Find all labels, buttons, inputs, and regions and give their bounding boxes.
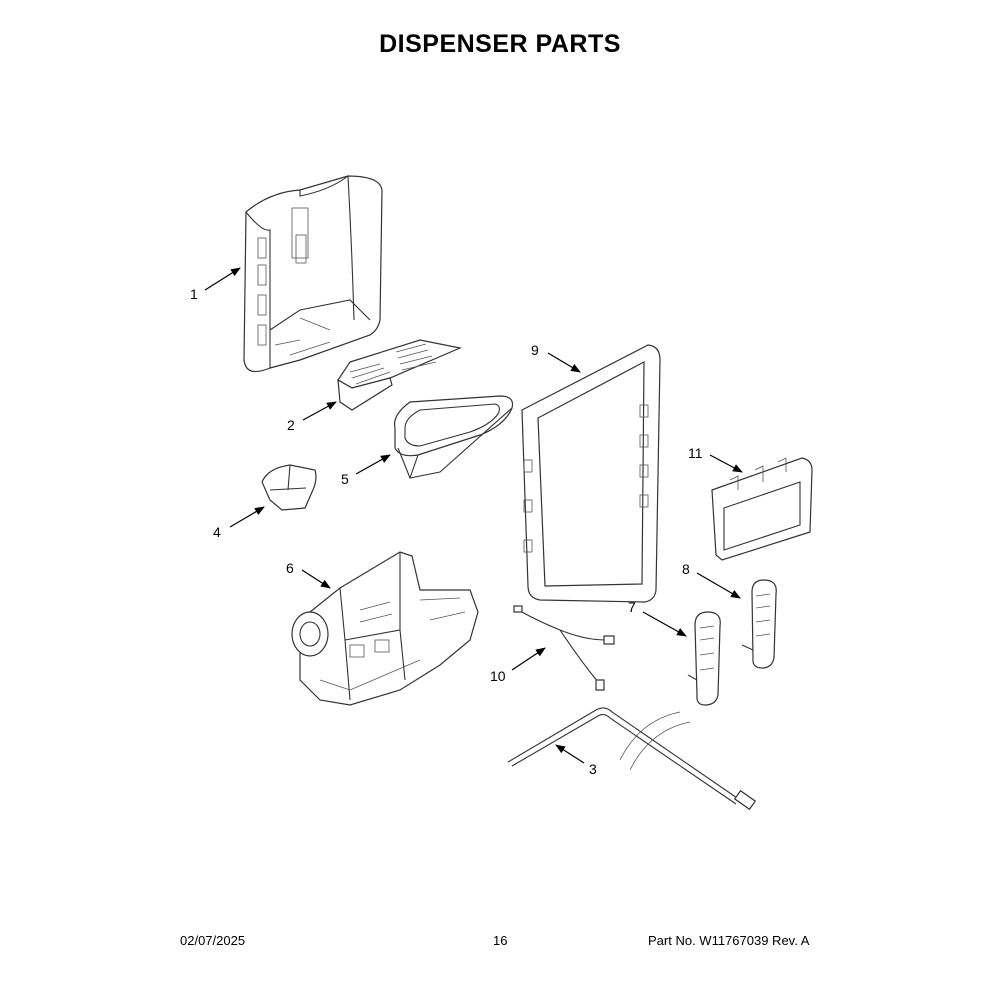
- part-7-paddle: [687, 611, 721, 706]
- callout-arrow-2: [302, 401, 337, 421]
- callout-label-6: 6: [286, 560, 294, 576]
- part-6-dispenser-mechanism: [291, 551, 479, 706]
- callout-arrow-8: [696, 572, 741, 599]
- callout-label-7: 7: [628, 599, 636, 615]
- callout-arrow-11: [709, 454, 743, 473]
- callout-arrow-9: [547, 352, 581, 373]
- part-10-wire-harness: [513, 605, 615, 691]
- callout-arrow-1: [204, 267, 241, 291]
- callout-arrow-3: [555, 744, 585, 764]
- footer-page-number: 16: [493, 933, 508, 948]
- callout-label-2: 2: [287, 417, 295, 433]
- callout-label-3: 3: [589, 761, 597, 777]
- callout-arrow-4: [229, 506, 265, 528]
- callout-arrow-10: [511, 647, 546, 671]
- page-title: DISPENSER PARTS: [379, 30, 621, 58]
- part-2-drip-grille: [337, 339, 463, 411]
- part-9-dispenser-frame: [521, 344, 661, 603]
- part-11-control-panel: [711, 457, 813, 561]
- callout-label-5: 5: [341, 471, 349, 487]
- callout-label-10: 10: [490, 668, 506, 684]
- callout-arrows: [204, 267, 743, 764]
- callout-label-8: 8: [682, 561, 690, 577]
- callout-arrow-5: [355, 454, 391, 475]
- footer-part-number: Part No. W11767039 Rev. A: [648, 933, 810, 948]
- part-4-funnel: [261, 464, 317, 511]
- callout-label-11: 11: [688, 445, 703, 461]
- part-8-paddle: [741, 579, 777, 669]
- part-5-drip-tray: [393, 395, 514, 479]
- callout-label-1: 1: [190, 286, 198, 302]
- footer-date: 02/07/2025: [180, 933, 246, 948]
- callout-arrow-7: [642, 611, 687, 637]
- part-3-water-tube: [507, 707, 757, 811]
- callout-arrow-6: [301, 569, 331, 589]
- callout-label-9: 9: [531, 342, 539, 358]
- part-1-dispenser-housing: [243, 175, 383, 373]
- callout-label-4: 4: [213, 524, 221, 540]
